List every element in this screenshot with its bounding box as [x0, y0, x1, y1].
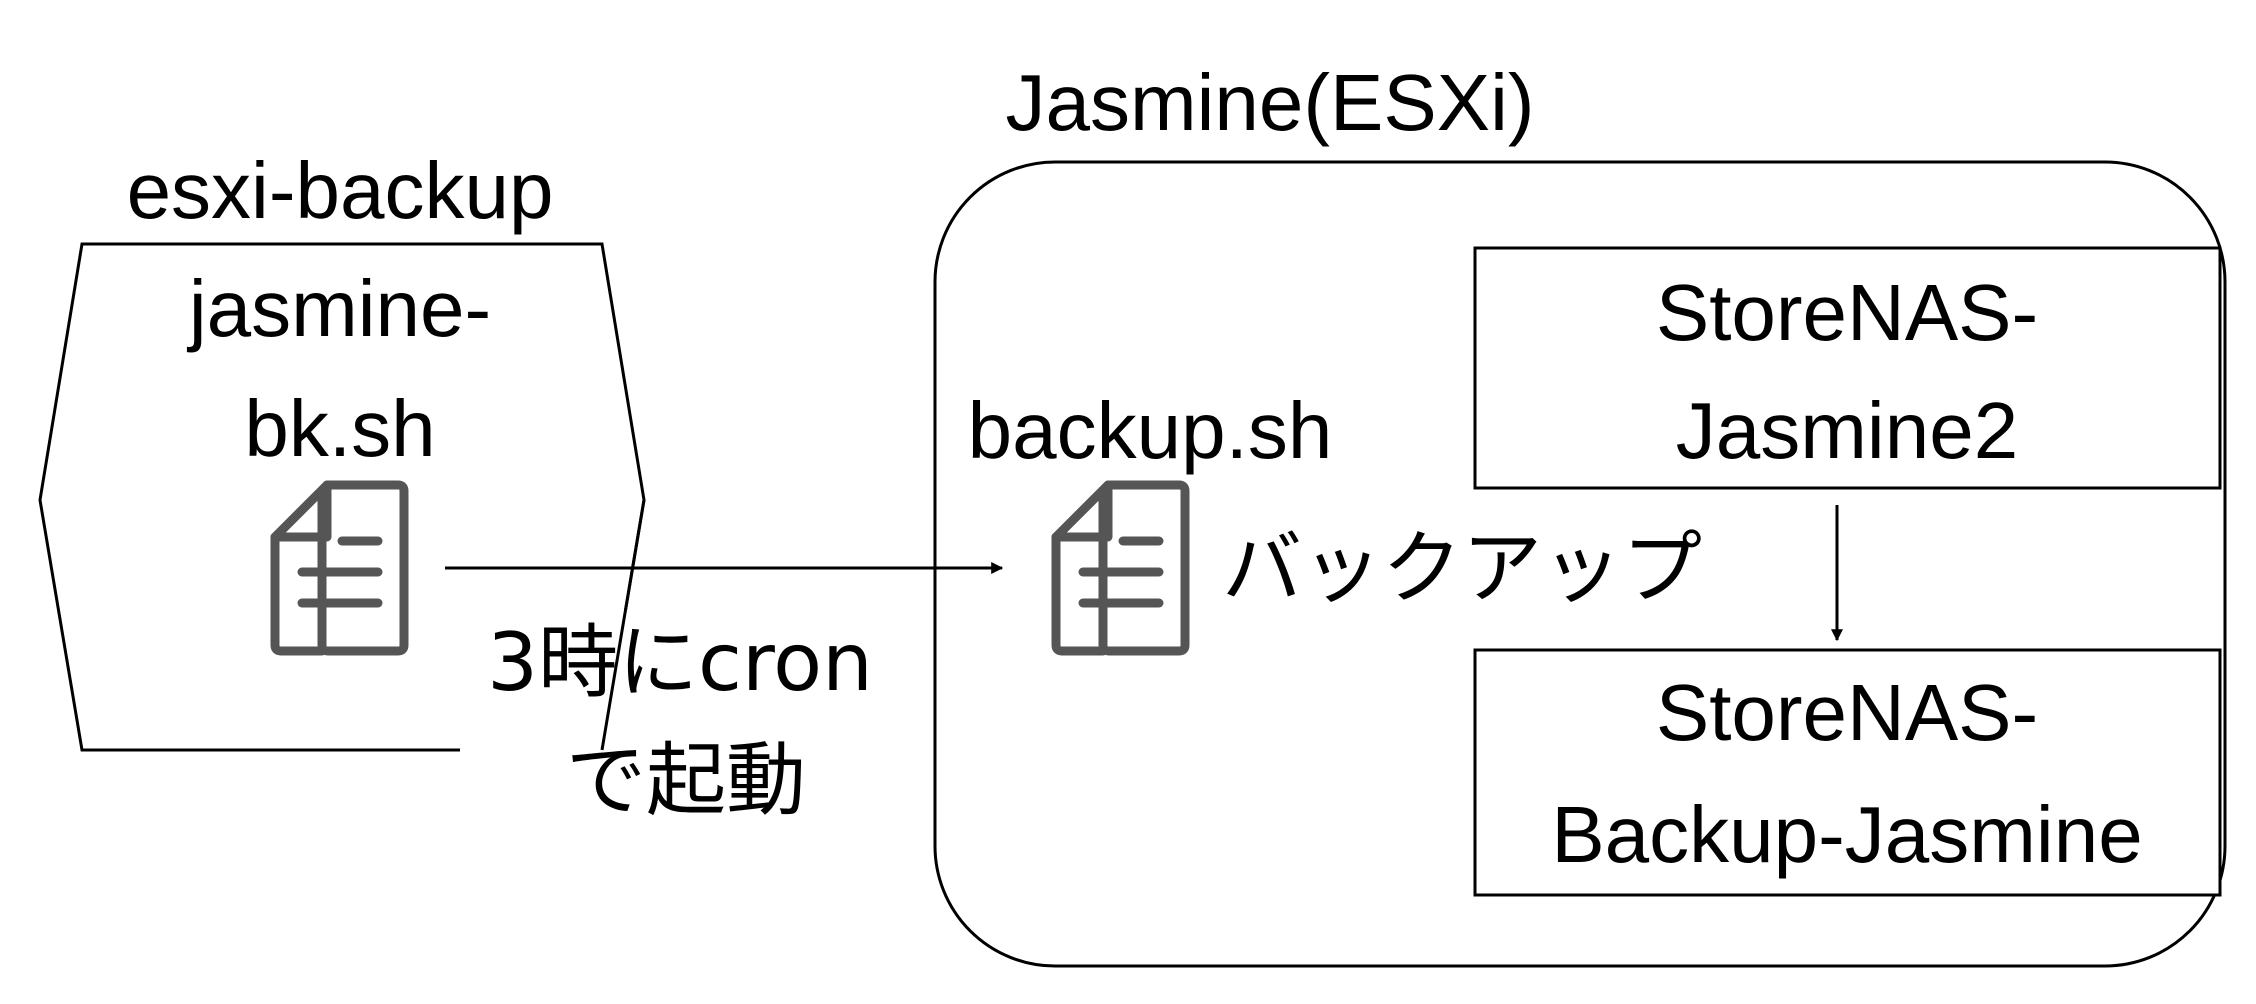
edge-label-line-2: で起動 — [566, 734, 806, 827]
backup-action-label: バックアップ — [1222, 522, 1702, 615]
jasmine-bk-script-line-1: jasmine- — [187, 264, 491, 353]
storenas-backup-jasmine-line-2: Backup-Jasmine — [1551, 790, 2142, 879]
jasmine-esxi-label: Jasmine(ESXi) — [1005, 58, 1534, 147]
storenas-jasmine2-line-1: StoreNAS- — [1656, 268, 2038, 357]
edge-label-background — [460, 610, 910, 825]
document-icon — [270, 480, 409, 656]
storenas-backup-jasmine-box — [1473, 648, 2222, 897]
storenas-jasmine2-line-2: Jasmine2 — [1676, 386, 2018, 475]
jasmine-bk-script-line-2: bk.sh — [244, 384, 435, 473]
backup-script-label: backup.sh — [968, 386, 1333, 475]
esxi-backup-label: esxi-backup — [127, 146, 554, 235]
edge-label-line-1: 3時にcron — [487, 616, 873, 709]
storenas-jasmine2-box — [1473, 246, 2222, 490]
esxi-backup-node-edge — [600, 499, 646, 751]
storenas-backup-jasmine-line-1: StoreNAS- — [1656, 668, 2038, 757]
document-icon — [1051, 480, 1190, 656]
